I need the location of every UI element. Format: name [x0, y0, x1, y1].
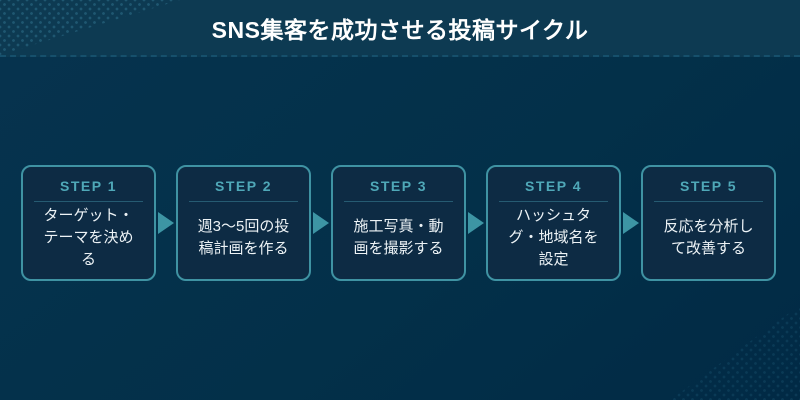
step-5-description: 反応を分析して改善する [663, 217, 754, 257]
step-4-text-wrap: ハッシュタグ・地域名を設定 [488, 202, 619, 273]
step-5-text-wrap: 反応を分析して改善する [643, 202, 774, 273]
step-1-text-wrap: ターゲット・テーマを決める [23, 202, 154, 273]
step-1-description: ターゲット・テーマを決める [43, 206, 134, 268]
step-4-number-label: STEP 4 [525, 178, 582, 194]
arrow-right-icon [313, 212, 329, 234]
dot-pattern-top-left-decoration [0, 0, 180, 55]
dot-pattern-bottom-right-decoration [670, 305, 800, 400]
step-3-number-label: STEP 3 [370, 178, 427, 194]
step-5-divider [654, 201, 763, 202]
step-card-1: STEP 1 ターゲット・テーマを決める [21, 165, 156, 281]
page-title: SNS集客を成功させる投稿サイクル [211, 16, 589, 43]
steps-row: STEP 1 ターゲット・テーマを決める STEP 2 週3〜5回の投稿計画を作… [0, 165, 800, 281]
step-card-5: STEP 5 反応を分析して改善する [641, 165, 776, 281]
step-1-number-label: STEP 1 [60, 178, 117, 194]
step-2-description: 週3〜5回の投稿計画を作る [197, 217, 290, 257]
step-5-number-label: STEP 5 [680, 178, 737, 194]
arrow-right-icon [623, 212, 639, 234]
arrow-right-icon [468, 212, 484, 234]
step-2-text-wrap: 週3〜5回の投稿計画を作る [178, 202, 309, 273]
step-3-text-wrap: 施工写真・動画を撮影する [333, 202, 464, 273]
step-2-divider [189, 201, 298, 202]
step-4-description: ハッシュタグ・地域名を設定 [508, 206, 599, 268]
step-3-divider [344, 201, 453, 202]
step-card-2: STEP 2 週3〜5回の投稿計画を作る [176, 165, 311, 281]
step-4-divider [499, 201, 608, 202]
step-1-divider [34, 201, 143, 202]
step-card-3: STEP 3 施工写真・動画を撮影する [331, 165, 466, 281]
header: SNS集客を成功させる投稿サイクル [0, 0, 800, 57]
step-card-4: STEP 4 ハッシュタグ・地域名を設定 [486, 165, 621, 281]
step-3-description: 施工写真・動画を撮影する [353, 217, 444, 257]
cycle-diagram: STEP 1 ターゲット・テーマを決める STEP 2 週3〜5回の投稿計画を作… [0, 57, 800, 400]
arrow-right-icon [158, 212, 174, 234]
step-2-number-label: STEP 2 [215, 178, 272, 194]
